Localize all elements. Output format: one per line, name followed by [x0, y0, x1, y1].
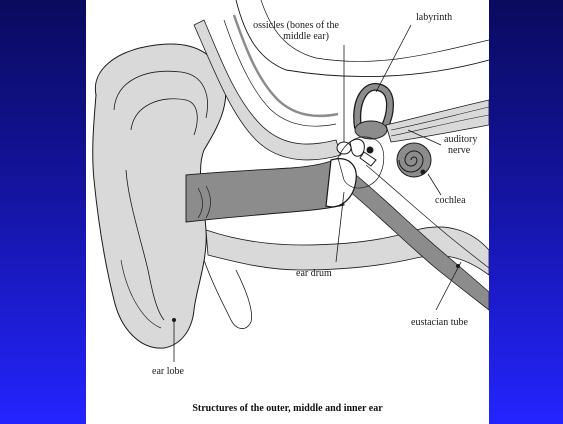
leader-cochlea — [428, 174, 441, 195]
label-ear-drum: ear drum — [296, 268, 332, 279]
label-auditory-line2: nerve — [448, 145, 470, 156]
leader-labyrinth — [376, 25, 411, 92]
eustacian-dot — [456, 264, 460, 268]
eardrum-shape — [326, 159, 356, 207]
diagram-caption: Structures of the outer, middle and inne… — [86, 403, 489, 414]
incus-bone — [350, 139, 364, 156]
label-ossicles-line2: middle ear) — [246, 31, 366, 42]
label-cochlea: cochlea — [435, 195, 466, 206]
ear-anatomy-diagram — [86, 0, 489, 424]
diagram-panel: ossicles (bones of the middle ear) labyr… — [86, 0, 489, 424]
ossicle-joint — [367, 147, 374, 154]
mastoid-structure — [204, 260, 252, 329]
label-eustacian-tube: eustacian tube — [411, 317, 468, 328]
label-ossicles-line1: ossicles (bones of the — [236, 20, 356, 31]
vestibule — [355, 121, 387, 139]
label-labyrinth: labyrinth — [416, 12, 452, 23]
label-ear-lobe: ear lobe — [152, 366, 184, 377]
label-auditory-line1: auditory — [444, 134, 477, 145]
earlobe-dot — [172, 318, 176, 322]
ear-canal — [186, 158, 344, 222]
cochlea-dot — [421, 170, 426, 175]
stapes-bone — [360, 152, 376, 166]
